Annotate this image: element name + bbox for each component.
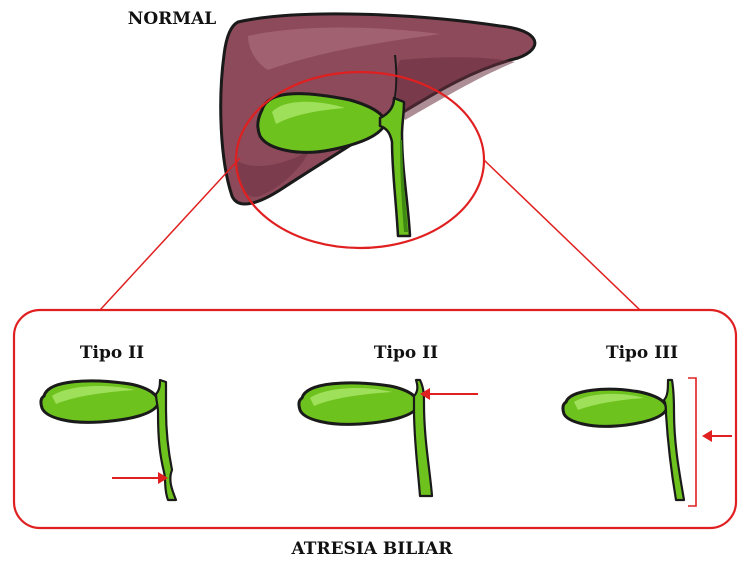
caption-atresia-biliar: ATRESIA BILIAR: [291, 539, 454, 559]
connector-right: [484, 160, 640, 310]
type3-duct: [664, 380, 684, 500]
normal-title: NORMAL: [128, 9, 216, 29]
atresia-type-3: [563, 378, 732, 506]
atresia-type-1: [41, 380, 176, 500]
atresia-type-2: [299, 380, 478, 496]
type3-arrow-head: [702, 430, 712, 442]
panel-label-3: Tipo III: [606, 343, 678, 363]
panel-label-1: Tipo II: [80, 343, 144, 363]
connector-left: [100, 158, 240, 310]
liver-right-lobe-shade: [395, 57, 515, 120]
panel-label-2: Tipo II: [374, 343, 438, 363]
type3-bracket: [688, 378, 696, 506]
